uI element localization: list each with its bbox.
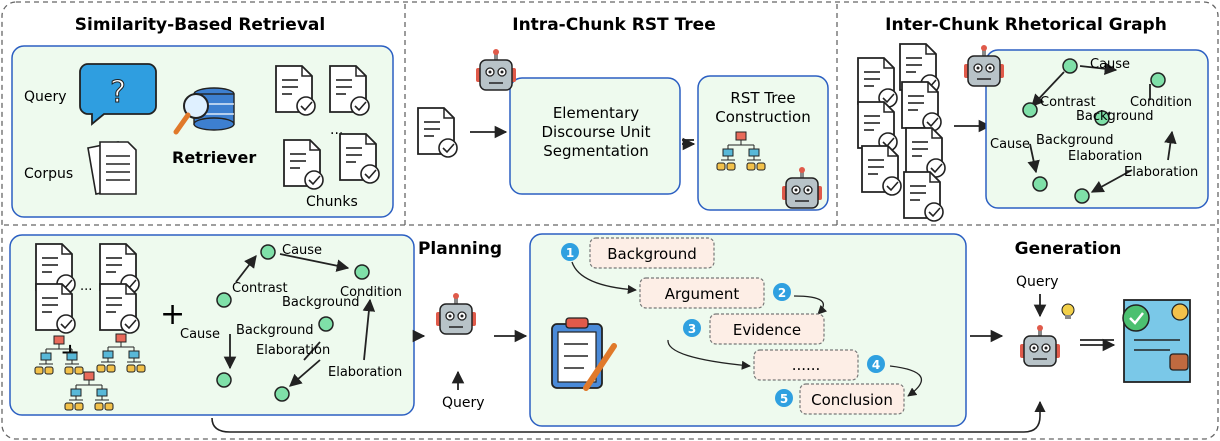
svg-text:2: 2 xyxy=(778,286,786,300)
svg-text:3: 3 xyxy=(688,322,696,336)
retriever-label: Retriever xyxy=(172,148,256,167)
generation-title: Generation xyxy=(1015,239,1122,259)
edu-robot-icon xyxy=(475,48,517,91)
planner-robot-icon xyxy=(435,292,477,335)
bottom-label-background: Background xyxy=(282,295,360,310)
chunk-doc-icon-1 xyxy=(275,65,316,116)
planning-title: Planning xyxy=(418,239,502,259)
approved-document-icon xyxy=(1122,299,1191,383)
plan-step-3: 3 Evidence xyxy=(683,313,825,345)
input-chunk-doc-icon xyxy=(417,107,458,158)
svg-text:4: 4 xyxy=(872,358,880,372)
graph-label-cause: Cause xyxy=(1090,57,1130,72)
bottom-label-elaboration: Elaboration xyxy=(256,343,330,358)
graph-label-background: Background xyxy=(1076,109,1154,124)
bottom-label-condition: Condition xyxy=(340,285,402,300)
plan-step-5: 5 Conclusion xyxy=(775,383,905,415)
corpus-docs-icon xyxy=(87,141,137,195)
graph-label-cause-2: Cause xyxy=(990,137,1030,152)
retriever-icon xyxy=(173,87,235,135)
plan-step-2: Argument 2 xyxy=(639,277,791,309)
plan-step-4: ...... 4 xyxy=(753,349,885,381)
plan-step-1: 1 Background xyxy=(561,237,715,269)
generator-robot-icon xyxy=(1019,324,1061,367)
bottom-feedback-arrow xyxy=(211,400,1046,433)
graph-label-elaboration-2: Elaboration xyxy=(1124,165,1198,180)
graph-label-condition: Condition xyxy=(1130,95,1192,110)
bottom-doc-icon-4 xyxy=(99,283,140,334)
graph-doc-icon-6 xyxy=(905,127,946,178)
edu-line-3: Segmentation xyxy=(543,142,648,160)
graph-doc-icon-3 xyxy=(857,101,898,152)
lightbulb-icon xyxy=(1061,303,1075,319)
plan-step-1-label: Background xyxy=(607,245,697,263)
edu-line-2: Discourse Unit xyxy=(542,123,651,141)
edu-box xyxy=(509,77,681,195)
chunk-doc-icon-2 xyxy=(329,65,370,116)
query-label: Query xyxy=(24,89,67,105)
planning-query-label: Query xyxy=(442,395,485,411)
graph-label-elaboration: Elaboration xyxy=(1068,149,1142,164)
rst-title: Intra-Chunk RST Tree xyxy=(512,15,716,35)
plan-step-5-label: Conclusion xyxy=(811,391,893,409)
chunk-doc-icon-4 xyxy=(339,133,380,184)
graph-nodes xyxy=(1022,58,1166,204)
svg-text:1: 1 xyxy=(566,246,574,260)
graph-doc-icon-7 xyxy=(903,171,944,222)
svg-text:5: 5 xyxy=(780,392,788,406)
bottom-label-cause: Cause xyxy=(282,243,322,258)
plan-step-4-label: ...... xyxy=(792,356,821,374)
bottom-doc-icon-3 xyxy=(35,283,76,334)
construction-line-2: Construction xyxy=(715,108,811,126)
generation-query-label: Query xyxy=(1016,274,1059,290)
construction-line-1: RST Tree xyxy=(730,89,795,107)
bottom-ellipsis: ... xyxy=(80,279,92,294)
chunks-label: Chunks xyxy=(306,194,358,210)
graph-label-contrast: Contrast xyxy=(1040,95,1096,110)
bottom-plus-large: + xyxy=(160,297,185,332)
clipboard-icon xyxy=(551,317,617,391)
plan-step-3-label: Evidence xyxy=(733,321,801,339)
graph-label-background-2: Background xyxy=(1036,133,1114,148)
plan-flow-arrows xyxy=(571,261,922,397)
graph-doc-icon-5 xyxy=(861,145,902,196)
question-bubble-icon: ? xyxy=(79,63,157,126)
bottom-graph-edges xyxy=(223,253,376,387)
svg-text:?: ? xyxy=(110,75,126,110)
graph-panel xyxy=(985,49,1209,209)
edu-line-1: Elementary xyxy=(553,104,639,122)
graph-title: Inter-Chunk Rhetorical Graph xyxy=(885,15,1167,35)
construction-box xyxy=(697,75,829,211)
bottom-label-cause-2: Cause xyxy=(180,327,220,342)
corpus-label: Corpus xyxy=(24,166,73,182)
bottom-graph-nodes xyxy=(216,244,370,402)
bottom-label-contrast: Contrast xyxy=(232,281,288,296)
chunk-doc-icon-3 xyxy=(283,139,324,190)
bottom-label-background-2: Background xyxy=(236,323,314,338)
graph-doc-icon-4 xyxy=(901,81,942,132)
retrieval-title: Similarity-Based Retrieval xyxy=(75,15,325,35)
plan-step-2-label: Argument xyxy=(665,285,740,303)
bottom-label-elaboration-2: Elaboration xyxy=(328,365,402,380)
graph-doc-icon-1 xyxy=(857,57,898,108)
